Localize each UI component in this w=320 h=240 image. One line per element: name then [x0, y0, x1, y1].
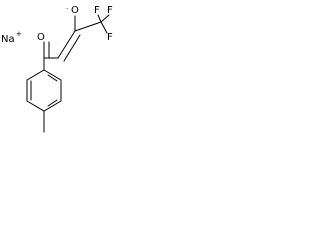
bond-cf3-f-top-right	[100, 14, 110, 23]
carbonyl-oxygen-label: O	[37, 32, 45, 43]
sodium-label: Na	[1, 34, 15, 45]
alkene-bond-offset	[63, 34, 81, 62]
oxygen-radical-label: O	[71, 5, 79, 16]
oxygen-radical-marker: ·	[66, 5, 68, 13]
chemical-structure: Na + O · F F F O	[1, 5, 113, 133]
fluorine-top-left: F	[94, 5, 100, 16]
fluorine-top-right: F	[107, 5, 113, 16]
benzene-inner-bond-1	[47, 74, 58, 82]
sodium-charge: +	[16, 30, 22, 38]
benzene-ring	[26, 69, 62, 112]
benzene-inner-bond-2	[47, 99, 58, 107]
alkene-bond-main	[57, 30, 76, 59]
bond-cf3-f-top-left	[97, 14, 102, 23]
bond-c-to-cf3	[74, 21, 102, 32]
fluorine-right: F	[107, 32, 113, 43]
bond-cf3-f-right	[100, 21, 108, 34]
